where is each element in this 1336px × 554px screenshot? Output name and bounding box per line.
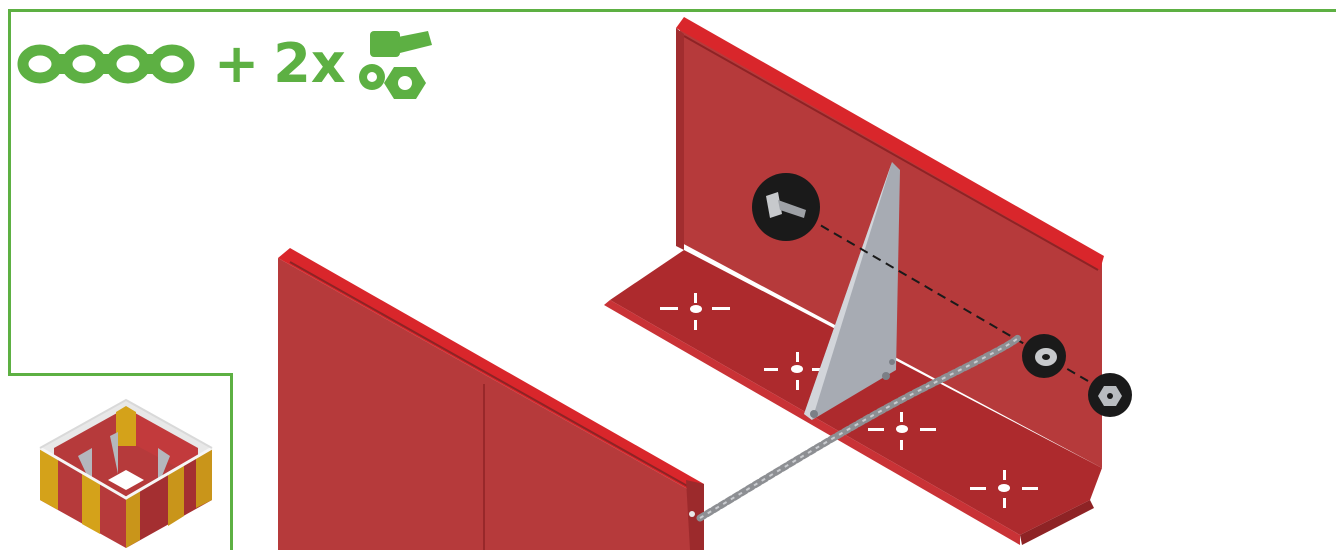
bolt-icon: [752, 173, 820, 241]
assembly-overview-thumbnail: [8, 373, 233, 550]
nut-icon: [1088, 373, 1132, 417]
washer-icon: [1022, 334, 1066, 378]
assembled-box-illustration: [8, 376, 230, 550]
